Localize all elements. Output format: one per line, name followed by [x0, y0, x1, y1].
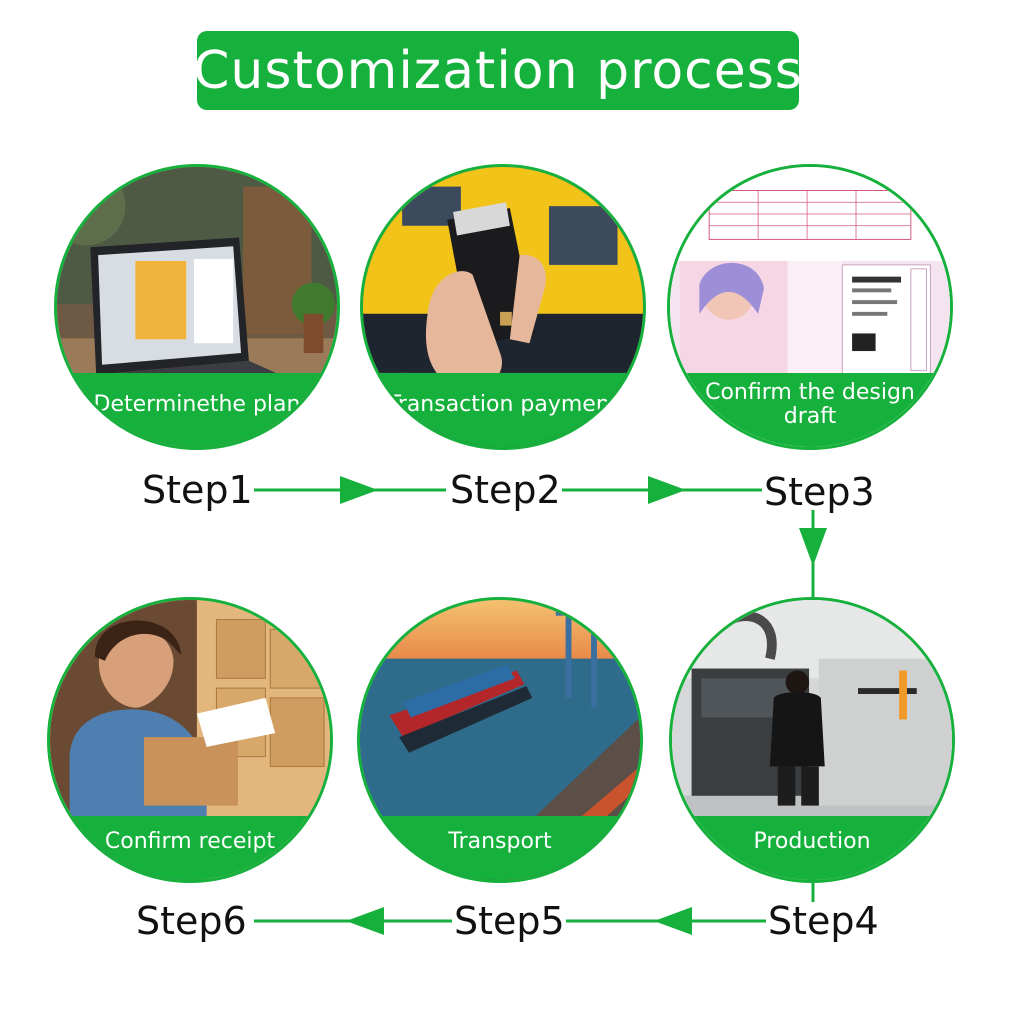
- step6-caption-band: Confirm receipt: [50, 816, 330, 880]
- step2-caption-band: Transaction payment: [363, 373, 643, 447]
- step1-caption-band: Determinethe plan: [57, 373, 337, 447]
- step1-caption: Determinethe plan: [93, 392, 301, 417]
- step4-circle: Production: [669, 597, 955, 883]
- step2-circle: Transaction payment: [360, 164, 646, 450]
- step3-caption-band: Confirm the design draft: [670, 373, 950, 447]
- step3-caption: Confirm the design draft: [705, 380, 915, 429]
- step4-caption-band: Production: [672, 816, 952, 880]
- step4-caption: Production: [753, 829, 871, 854]
- step3-circle: Confirm the design draft: [667, 164, 953, 450]
- step2-label: Step2: [450, 468, 561, 512]
- step5-caption-band: Transport: [360, 816, 640, 880]
- page-title: Customization process: [193, 40, 803, 101]
- step6-caption: Confirm receipt: [104, 829, 276, 854]
- step5-circle: Transport: [357, 597, 643, 883]
- title-banner: Customization process: [193, 31, 802, 110]
- step1-circle: Determinethe plan: [54, 164, 340, 450]
- arrow-step1-step2: [340, 476, 378, 504]
- arrow-step4-step5: [654, 907, 692, 935]
- arrow-step2-step3: [648, 476, 686, 504]
- arrow-step5-step6: [346, 907, 384, 935]
- step6-label: Step6: [136, 899, 247, 943]
- step4-label: Step4: [768, 899, 879, 943]
- step5-label: Step5: [454, 899, 565, 943]
- step1-label: Step1: [142, 468, 253, 512]
- arrow-step3-step4: [799, 528, 827, 566]
- step5-caption: Transport: [448, 829, 552, 854]
- step6-circle: Confirm receipt: [47, 597, 333, 883]
- step2-caption: Transaction payment: [387, 392, 619, 417]
- step3-label: Step3: [764, 470, 875, 514]
